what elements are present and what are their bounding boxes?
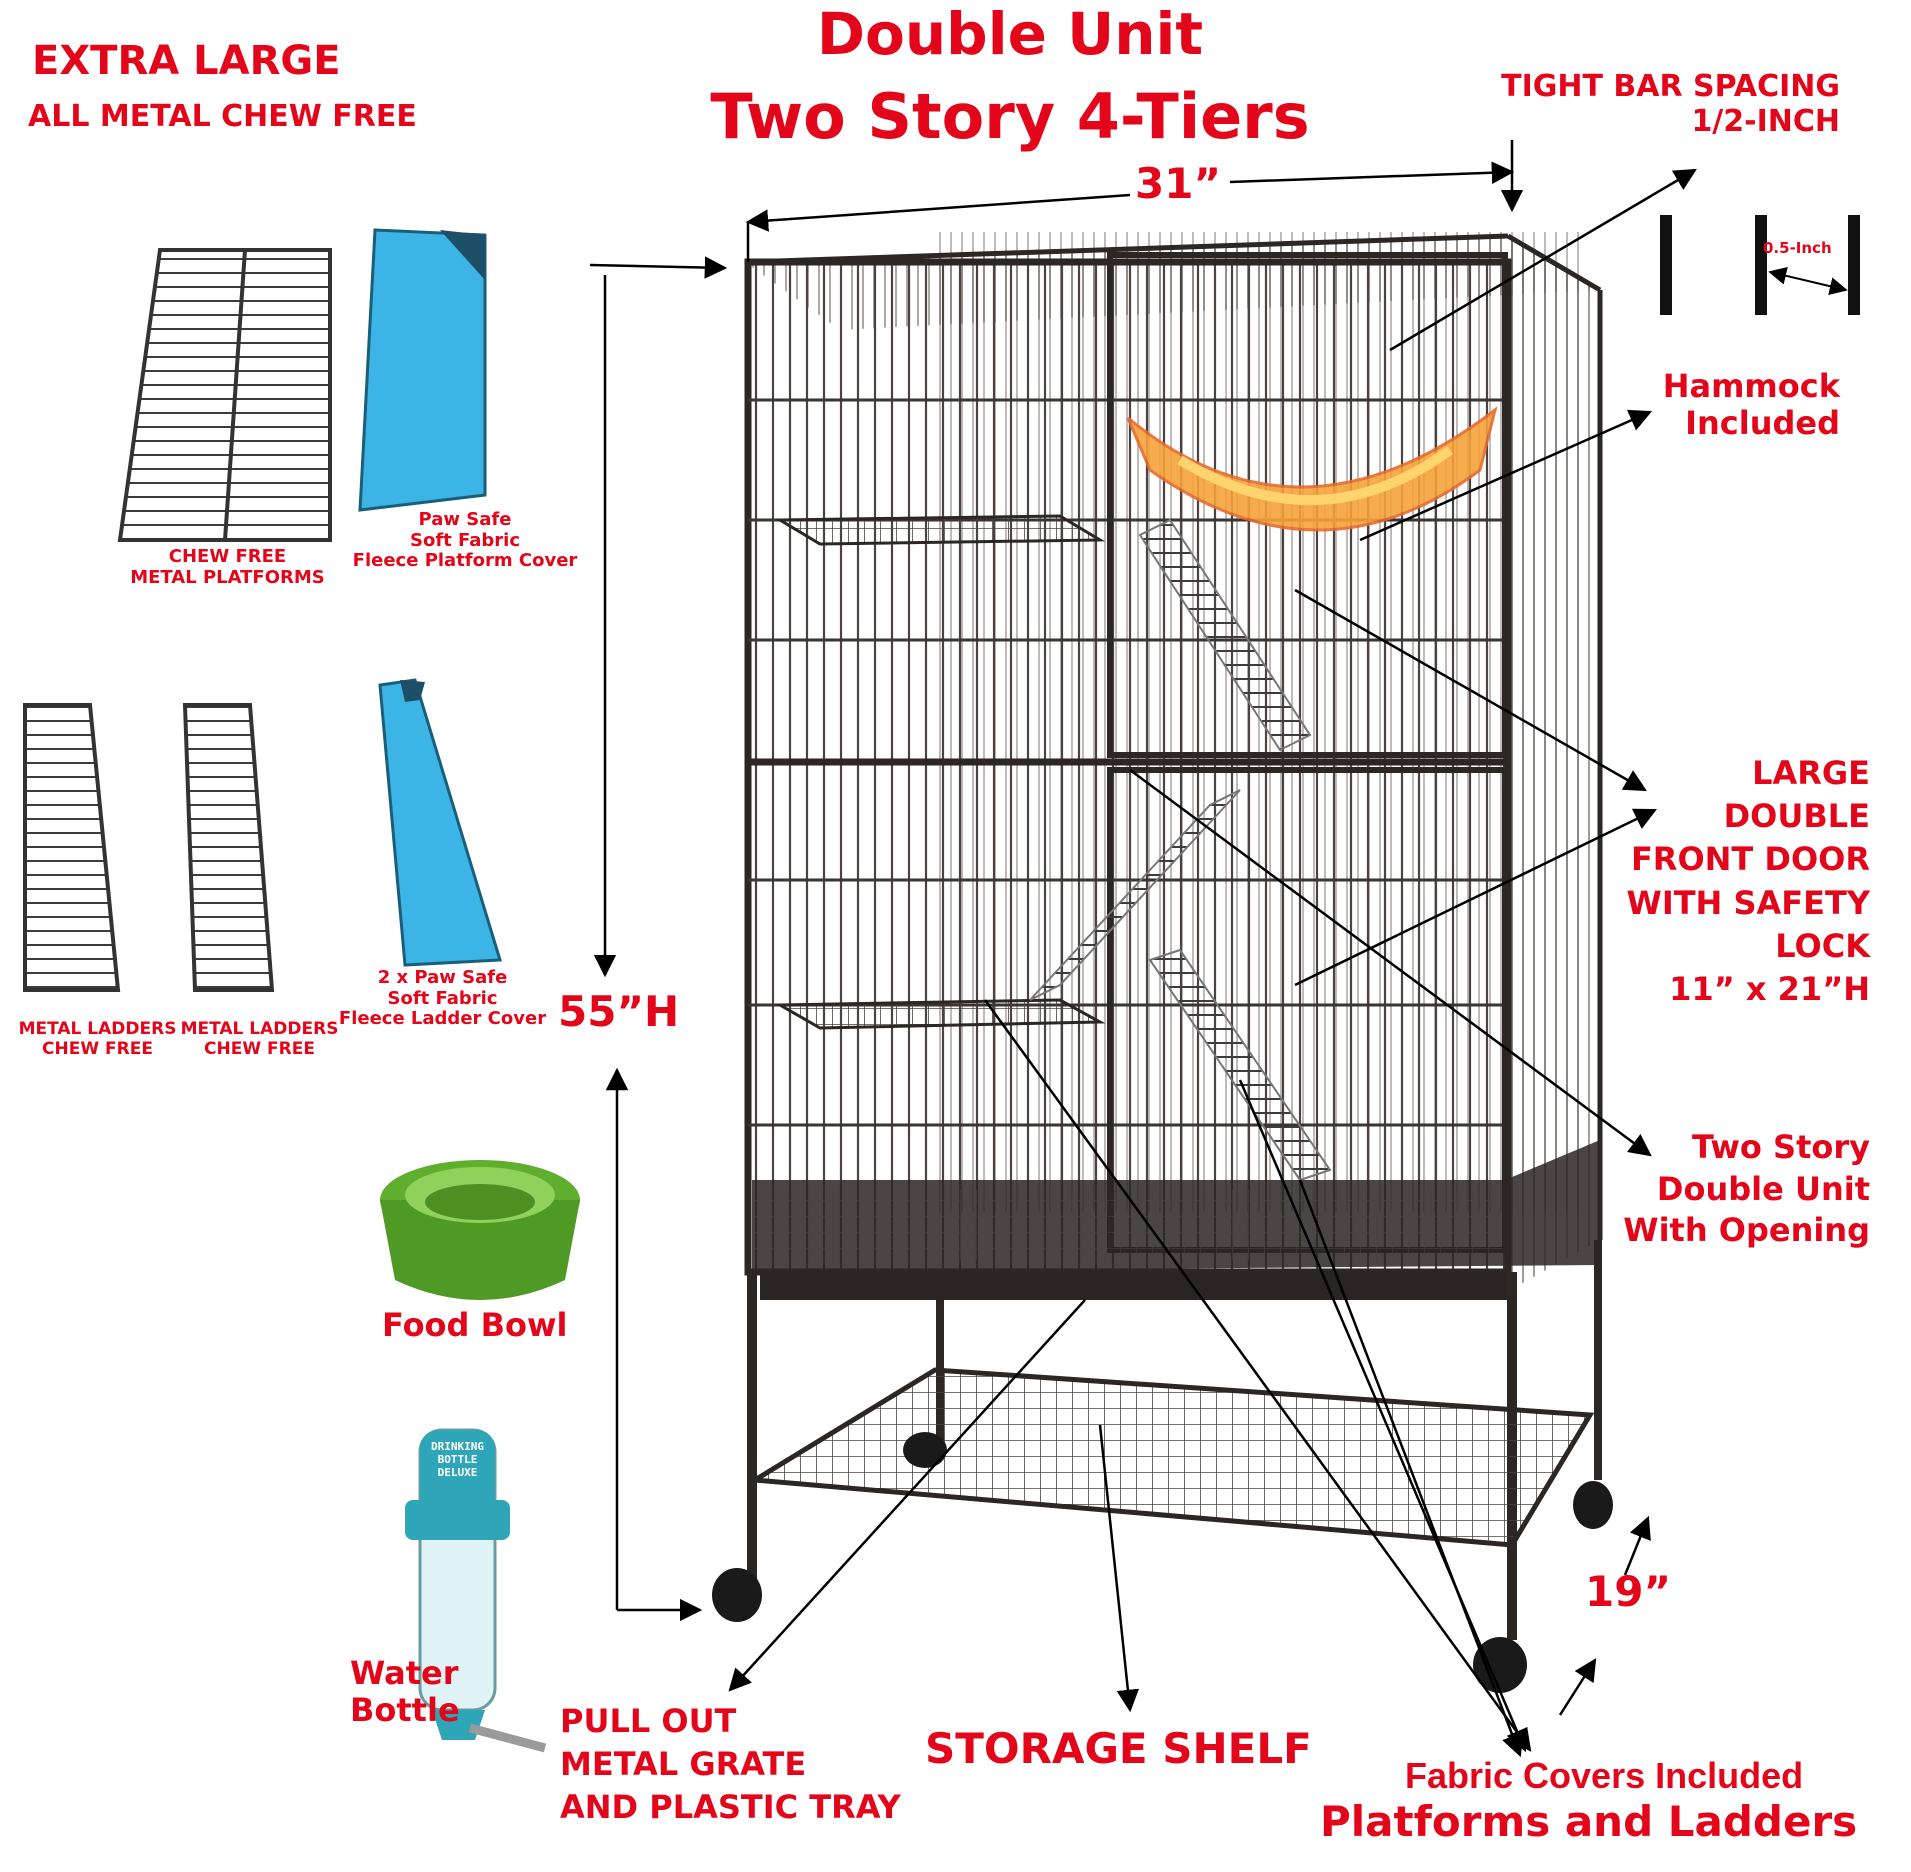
metal-ladder-2-image — [182, 703, 275, 992]
ladder-cover-label: 2 x Paw Safe Soft Fabric Fleece Ladder C… — [338, 967, 547, 1030]
two-story-label: Two Story Double Unit With Opening — [1623, 1128, 1870, 1250]
extra-large-label: EXTRA LARGE — [32, 38, 341, 84]
grate-tray-label: PULL OUT METAL GRATE AND PLASTIC TRAY — [560, 1702, 901, 1827]
chew-free-label: ALL METAL CHEW FREE — [28, 99, 417, 134]
metal-platforms-image — [117, 248, 332, 542]
metal-ladder-1-image — [23, 703, 121, 992]
platform-cover-label: Paw Safe Soft Fabric Fleece Platform Cov… — [352, 509, 578, 572]
height-dimension: 55”H — [558, 987, 680, 1036]
title-line-2: Two Story 4-Tiers — [710, 80, 1310, 153]
cage — [712, 232, 1613, 1693]
width-dimension: 31” — [1135, 159, 1222, 208]
bar-spacing-inset — [1660, 215, 1860, 315]
callout-lines — [589, 140, 1697, 1758]
door-label: LARGE DOUBLE FRONT DOOR WITH SAFETY LOCK… — [1626, 754, 1870, 1008]
food-bowl-label: Food Bowl — [382, 1306, 568, 1344]
bar-spacing-label: TIGHT BAR SPACING 1/2-INCH — [1501, 69, 1840, 139]
bar-spacing-inset-label: 0.5-Inch — [1763, 239, 1832, 257]
food-bowl-image — [380, 1160, 580, 1300]
water-bottle-label: Water Bottle — [350, 1654, 460, 1729]
storage-shelf-label: STORAGE SHELF — [925, 1724, 1312, 1773]
ladder-fleece-cover-image — [378, 678, 502, 967]
fabric-covers-label: Fabric Covers Included — [1405, 1755, 1804, 1796]
water-bottle-image — [405, 1428, 547, 1753]
platform-fleece-cover-image — [358, 228, 487, 512]
metal-ladder-2-label: METAL LADDERS CHEW FREE — [180, 1019, 339, 1059]
metal-platforms-label: CHEW FREE METAL PLATFORMS — [130, 546, 325, 588]
hammock-label: Hammock Included — [1662, 367, 1840, 442]
metal-ladder-1-label: METAL LADDERS CHEW FREE — [18, 1019, 177, 1059]
bottle-brand-text: DRINKING BOTTLE DELUXE — [431, 1440, 484, 1479]
depth-dimension: 19” — [1585, 1567, 1672, 1616]
title-line-1: Double Unit — [816, 0, 1204, 68]
platforms-ladders-label: Platforms and Ladders — [1320, 1797, 1858, 1846]
